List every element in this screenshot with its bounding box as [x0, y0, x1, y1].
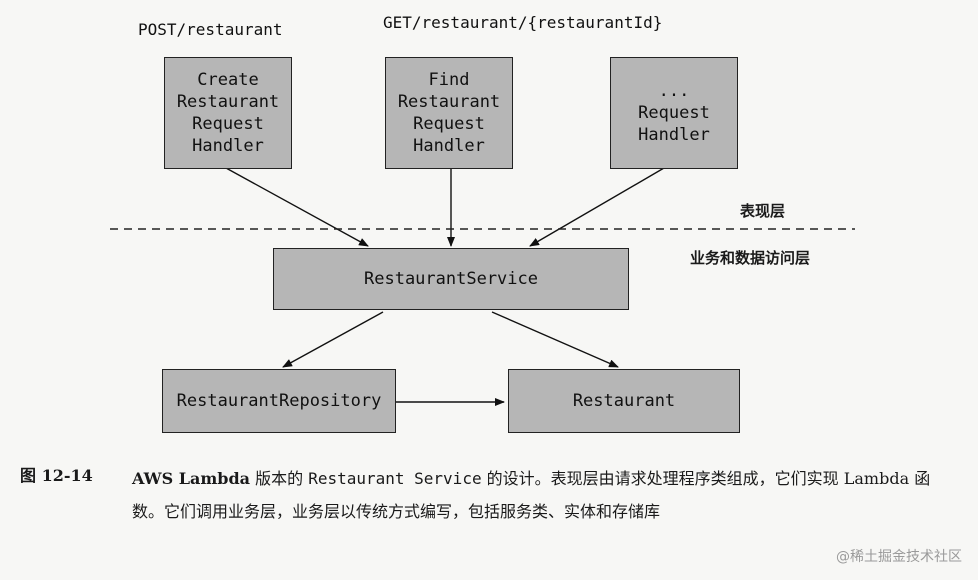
- caption-part-4: 的设计。表现层由请求处理程序类组成，它们实现 Lambda 函数。它们调用业务层…: [132, 469, 931, 521]
- figure-number: 图 12-14: [20, 466, 93, 485]
- watermark: @稀土掘金技术社区: [836, 549, 962, 565]
- arrow-create-to-service: [225, 167, 369, 247]
- connector-lines: [110, 167, 855, 406]
- post-route-label: POST/restaurant: [138, 20, 283, 39]
- restaurant-entity-box: Restaurant: [508, 369, 740, 433]
- architecture-diagram: POST/restaurant GET/restaurant/{restaura…: [110, 13, 855, 433]
- caption-part-2: 版本的: [250, 469, 309, 488]
- presentation-layer-label: 表现层: [740, 202, 786, 220]
- arrow-service-to-restaurant: [491, 311, 619, 368]
- restaurant-service-box: RestaurantService: [273, 248, 629, 310]
- create-restaurant-request-handler: Create Restaurant Request Handler: [164, 57, 292, 169]
- caption-service-name: Restaurant Service: [308, 469, 482, 488]
- caption-aws-lambda: AWS Lambda: [132, 469, 250, 488]
- get-route-label: GET/restaurant/{restaurantId}: [383, 13, 663, 32]
- find-restaurant-request-handler: Find Restaurant Request Handler: [385, 57, 513, 169]
- business-layer-label: 业务和数据访问层: [690, 249, 811, 267]
- caption-text: AWS Lambda 版本的 Restaurant Service 的设计。表现…: [132, 462, 952, 528]
- restaurant-repository-box: RestaurantRepository: [162, 369, 396, 433]
- arrow-other-to-service: [529, 167, 665, 247]
- other-request-handler: ... Request Handler: [610, 57, 738, 169]
- arrow-service-to-repository: [282, 311, 384, 368]
